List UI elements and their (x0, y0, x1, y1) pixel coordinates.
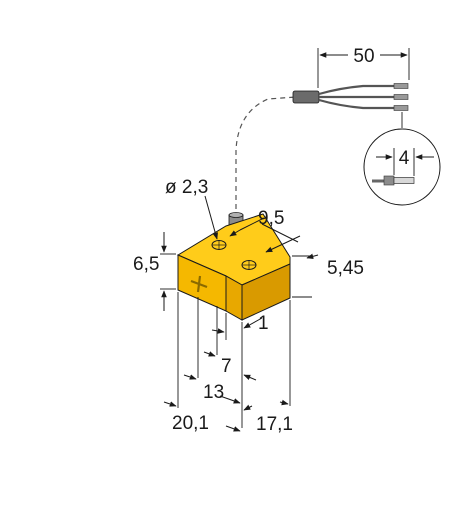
dim-label-50: 50 (353, 46, 374, 67)
wire-ferrule-2 (393, 94, 409, 100)
dim-height-side: 5,45 (292, 253, 364, 298)
dim-total-width: 20,1 (163, 401, 241, 434)
dim-depth: 17,1 (243, 399, 293, 435)
dim-hole-spacing: 9,5 (229, 208, 301, 253)
wire-detail: 4 (363, 112, 441, 206)
wire-1 (318, 84, 396, 96)
sensor-housing (176, 213, 291, 321)
dim-label-4: 4 (399, 148, 410, 169)
dim-label-6-5: 6,5 (133, 254, 159, 275)
detail-circle (363, 128, 441, 206)
dim-label-1: 1 (258, 313, 269, 334)
dim-height-front: 6,5 (133, 232, 176, 311)
dim-offset-7: 7 (203, 351, 257, 381)
wire-3 (318, 98, 396, 110)
dim-label-9-5: 9,5 (258, 208, 284, 229)
dim-label-7: 7 (221, 356, 232, 377)
dim-label-13: 13 (203, 382, 224, 403)
cable (235, 83, 409, 218)
housing-side-face (241, 263, 291, 321)
dim-label-diameter: ø 2,3 (165, 177, 208, 198)
dim-label-17-1: 17,1 (256, 414, 293, 435)
dim-hole-diameter: ø 2,3 (165, 177, 219, 240)
cable-jacket (292, 90, 320, 104)
wire-ferrule-1 (393, 83, 409, 89)
dim-offset-13: 13 (183, 374, 241, 404)
dim-label-20-1: 20,1 (172, 413, 209, 434)
dim-cable-strip: 50 (317, 46, 410, 88)
cable-route-dashed (235, 96, 297, 218)
dim-label-5-45: 5,45 (327, 258, 364, 279)
plus-marking (190, 275, 208, 293)
wire-ferrule-3 (393, 105, 409, 111)
dim-step: 1 (211, 313, 269, 334)
